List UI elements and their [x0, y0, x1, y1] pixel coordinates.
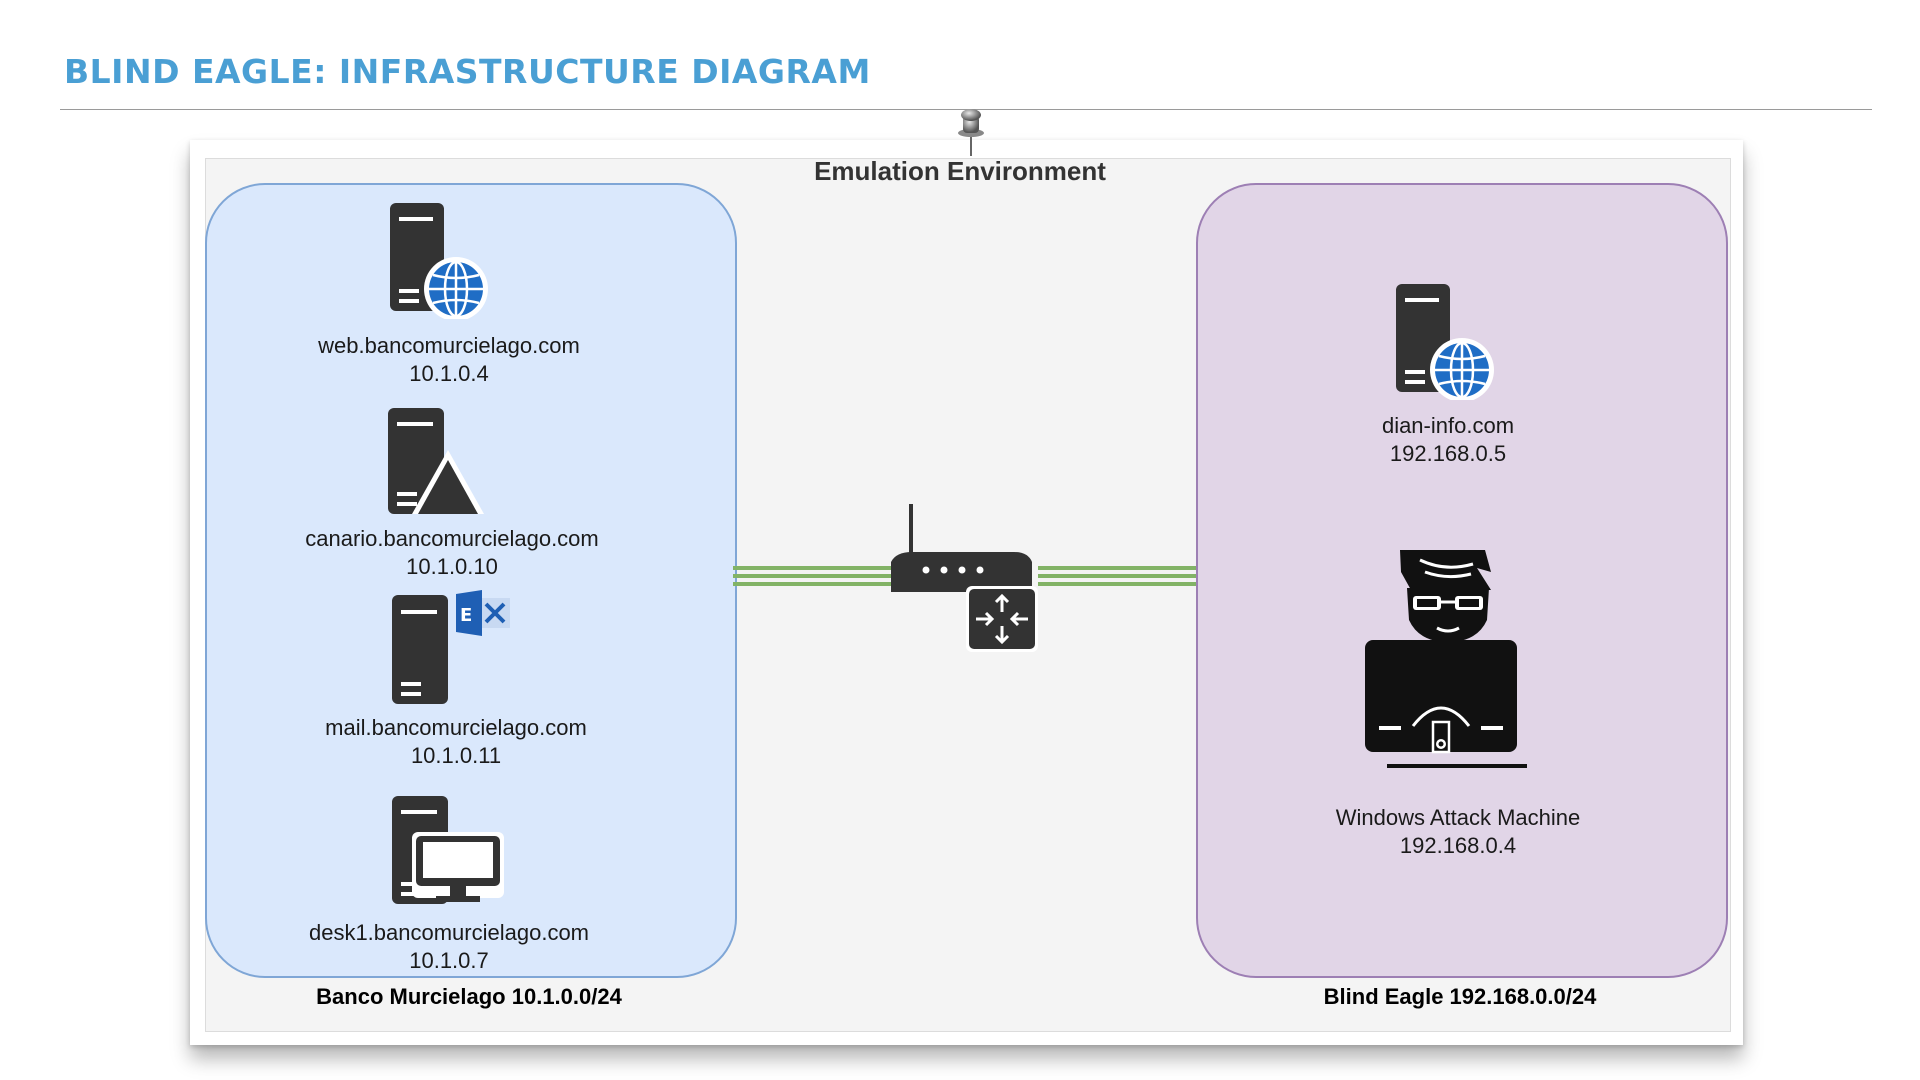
desktop-server-icon — [392, 796, 504, 904]
network-label-banco: Banco Murcielago 10.1.0.0/24 — [316, 984, 622, 1009]
router-icon — [891, 504, 1038, 652]
web-server-icon — [1396, 284, 1494, 400]
host-label-canario: canario.bancomurcielago.com 10.1.0.10 — [305, 526, 599, 579]
host-label-attack-machine: Windows Attack Machine 192.168.0.4 — [1335, 805, 1581, 858]
host-label-dian-info: dian-info.com 192.168.0.5 — [1381, 413, 1515, 466]
host-label-web: web.bancomurcielago.com 10.1.0.4 — [318, 333, 580, 386]
exchange-server-icon: E — [392, 590, 510, 704]
host-label-mail: mail.bancomurcielago.com 10.1.0.11 — [325, 715, 587, 768]
host-label-desk1: desk1.bancomurcielago.com 10.1.0.7 — [308, 920, 590, 973]
web-server-icon — [390, 203, 488, 319]
network-link-right — [1038, 566, 1196, 586]
page-title: BLIND EAGLE: INFRASTRUCTURE DIAGRAM — [64, 52, 871, 91]
svg-text:E: E — [460, 605, 472, 626]
environment-title: Emulation Environment — [814, 156, 1106, 186]
warning-server-icon — [388, 408, 484, 514]
pushpin-icon — [958, 109, 984, 156]
title-divider — [60, 109, 1872, 110]
hacker-icon — [1365, 550, 1527, 768]
network-link-left — [733, 566, 895, 586]
network-label-blind-eagle: Blind Eagle 192.168.0.0/24 — [1323, 984, 1597, 1009]
